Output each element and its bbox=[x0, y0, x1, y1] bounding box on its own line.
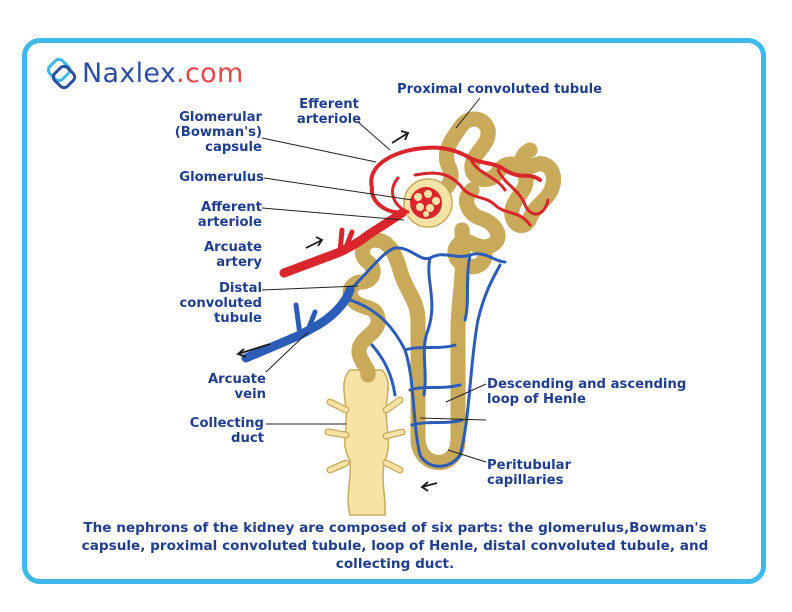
label-loop-of-henle: Descending and ascending loop of Henle bbox=[487, 377, 687, 407]
caption: The nephrons of the kidney are composed … bbox=[81, 520, 709, 572]
glomerulus-shape bbox=[410, 187, 442, 219]
label-bowmans-capsule: Glomerular (Bowman's) capsule bbox=[174, 110, 262, 155]
label-collecting-duct: Collecting duct bbox=[189, 416, 264, 446]
flow-arrow-icon bbox=[236, 130, 438, 492]
collecting-duct-shape bbox=[324, 369, 406, 516]
logo-name: Naxlex bbox=[82, 58, 177, 89]
label-proximal-tubule: Proximal convoluted tubule bbox=[397, 82, 603, 97]
leader-lines bbox=[261, 97, 487, 463]
logo-suffix: .com bbox=[176, 58, 244, 89]
label-glomerulus: Glomerulus bbox=[179, 170, 264, 185]
label-efferent-arteriole: Efferent arteriole bbox=[296, 97, 362, 127]
label-arcuate-vein: Arcuate vein bbox=[207, 372, 266, 402]
vein-vessels bbox=[241, 246, 507, 468]
naxlex-logo-icon bbox=[46, 57, 77, 90]
label-afferent-arteriole: Afferent arteriole bbox=[197, 200, 262, 230]
label-peritubular-capillaries: Peritubular capillaries bbox=[487, 458, 572, 488]
label-arcuate-artery: Arcuate artery bbox=[203, 240, 262, 270]
logo-text: Naxlex.com bbox=[82, 54, 244, 94]
label-distal-tubule: Distal convoluted tubule bbox=[179, 281, 262, 326]
naxlex-logo[interactable]: Naxlex.com bbox=[44, 54, 244, 94]
content-frame bbox=[22, 38, 766, 584]
